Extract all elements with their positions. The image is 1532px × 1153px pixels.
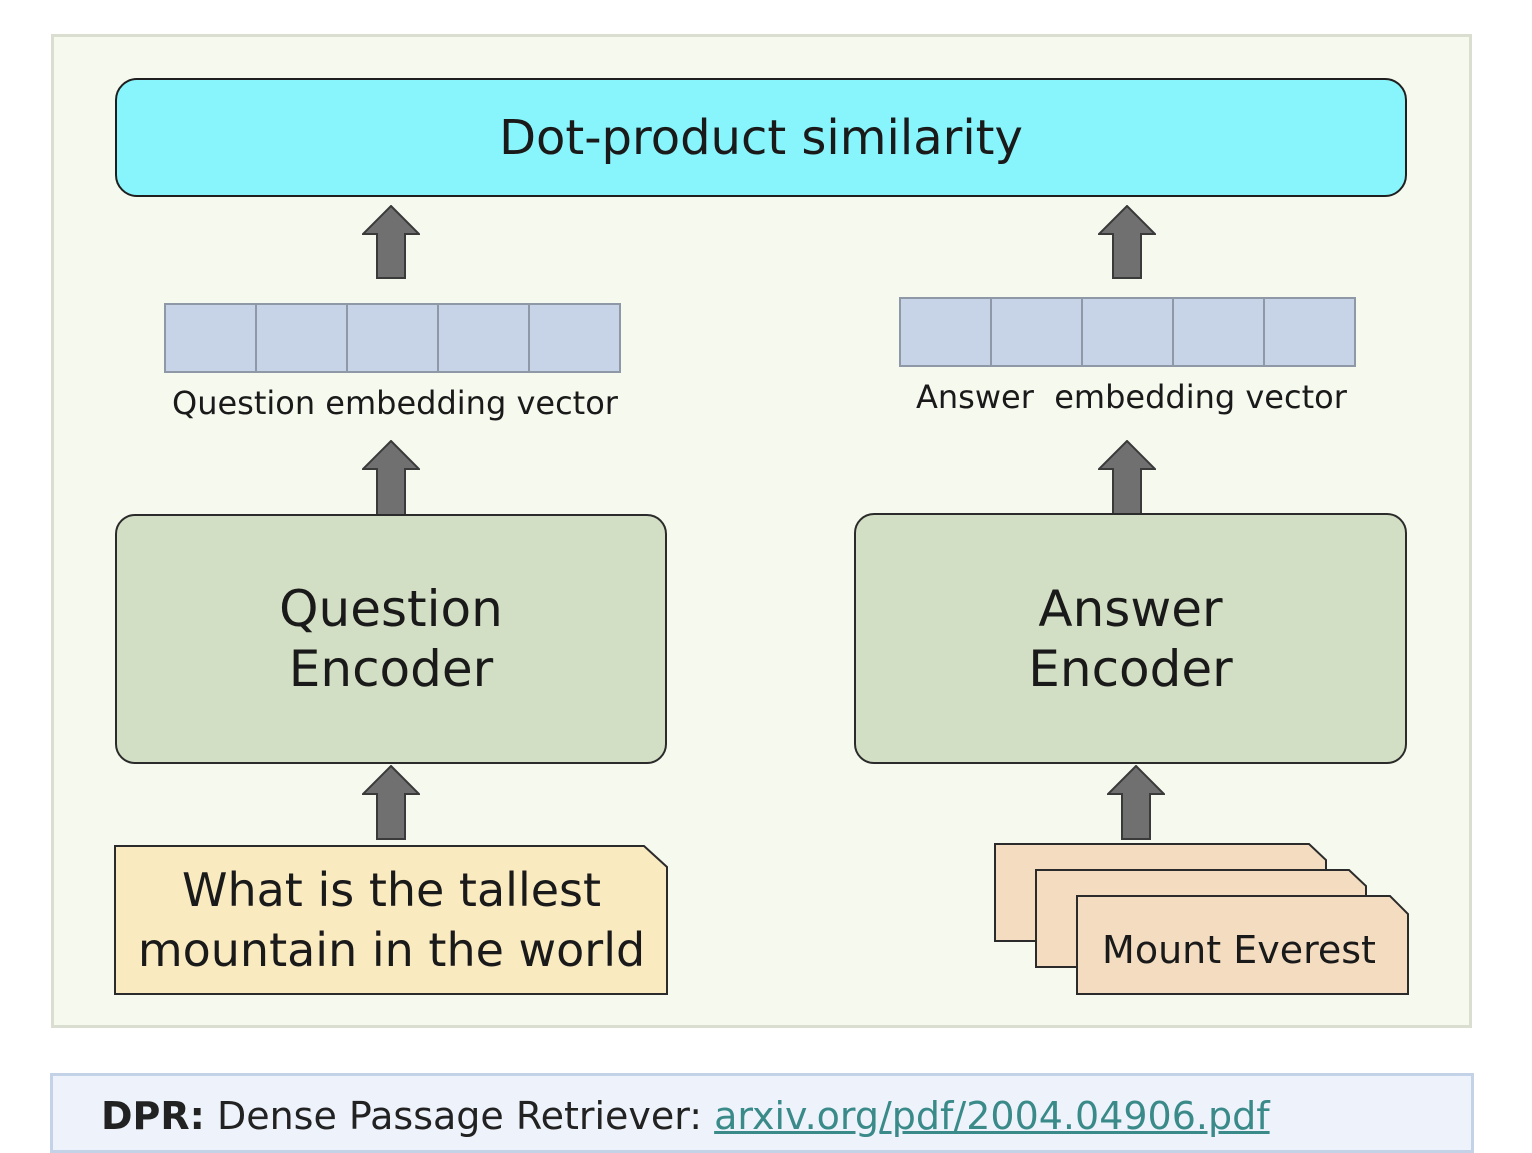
up-arrow-icon [1098,205,1156,279]
up-arrow-icon [362,765,420,840]
vector-cell [437,303,530,373]
dot-product-similarity-label: Dot-product similarity [499,109,1023,166]
up-arrow-icon [1107,765,1165,840]
up-arrow-icon [1098,440,1156,516]
caption-box: DPR: Dense Passage Retriever: arxiv.org/… [50,1073,1474,1153]
answer-encoder-box: Answer Encoder [854,513,1407,764]
answer-encoder-label: Answer Encoder [1028,579,1233,698]
vector-cell [1081,297,1174,367]
vector-cell [990,297,1083,367]
document-shape [114,845,668,995]
vector-cell [255,303,348,373]
up-arrow-icon [362,440,420,516]
vector-cell [899,297,992,367]
dot-product-similarity-box: Dot-product similarity [115,78,1407,197]
vector-cell [1172,297,1265,367]
up-arrow-icon [362,205,420,279]
answer-documents-stack [994,843,1409,995]
vector-cell [164,303,257,373]
answer-vector-label: Answer embedding vector [916,378,1347,416]
caption-text: Dense Passage Retriever: [204,1094,715,1138]
question-text: What is the tallest mountain in the worl… [137,863,646,977]
answer-embedding-vector [899,297,1356,367]
question-vector-label: Question embedding vector [172,384,618,422]
vector-cell [346,303,439,373]
vector-cell [1263,297,1356,367]
paper-link[interactable]: arxiv.org/pdf/2004.04906.pdf [714,1094,1270,1138]
question-encoder-label: Question Encoder [279,580,503,698]
caption-bold-label: DPR: [101,1094,205,1138]
question-encoder-box: Question Encoder [115,514,667,764]
vector-cell [528,303,621,373]
answer-text: Mount Everest [1102,928,1376,972]
question-embedding-vector [164,303,621,373]
question-document: What is the tallest mountain in the worl… [114,845,669,995]
